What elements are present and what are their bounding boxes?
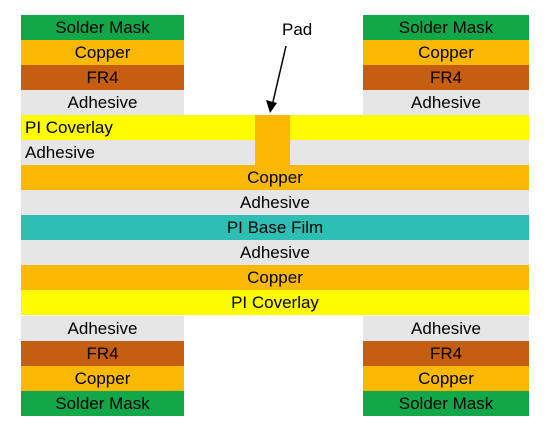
right-fr4-top: FR4: [363, 65, 529, 90]
right-fr4-bottom: FR4: [363, 341, 529, 366]
left-solder-mask-bottom: Solder Mask: [21, 391, 184, 416]
left-copper-top: Copper: [21, 40, 184, 65]
left-adhesive-top: Adhesive: [21, 90, 184, 115]
left-copper-bottom: Copper: [21, 366, 184, 391]
copper-lower: Copper: [21, 265, 529, 290]
adhesive-mid-lower: Adhesive: [21, 240, 529, 265]
left-adhesive-bottom: Adhesive: [21, 316, 184, 341]
left-solder-mask-top: Solder Mask: [21, 15, 184, 40]
right-copper-bottom: Copper: [363, 366, 529, 391]
right-copper-top: Copper: [363, 40, 529, 65]
pi-coverlay-bottom: PI Coverlay: [21, 290, 529, 315]
adhesive-mid-upper: Adhesive: [21, 190, 529, 215]
left-fr4-bottom: FR4: [21, 341, 184, 366]
right-adhesive-bottom: Adhesive: [363, 316, 529, 341]
copper-upper: Copper: [21, 165, 529, 190]
right-solder-mask-bottom: Solder Mask: [363, 391, 529, 416]
right-adhesive-top: Adhesive: [363, 90, 529, 115]
left-fr4-top: FR4: [21, 65, 184, 90]
pad-label: Pad: [282, 20, 313, 39]
pad: [255, 115, 290, 165]
pi-base-film: PI Base Film: [21, 215, 529, 240]
right-solder-mask-top: Solder Mask: [363, 15, 529, 40]
